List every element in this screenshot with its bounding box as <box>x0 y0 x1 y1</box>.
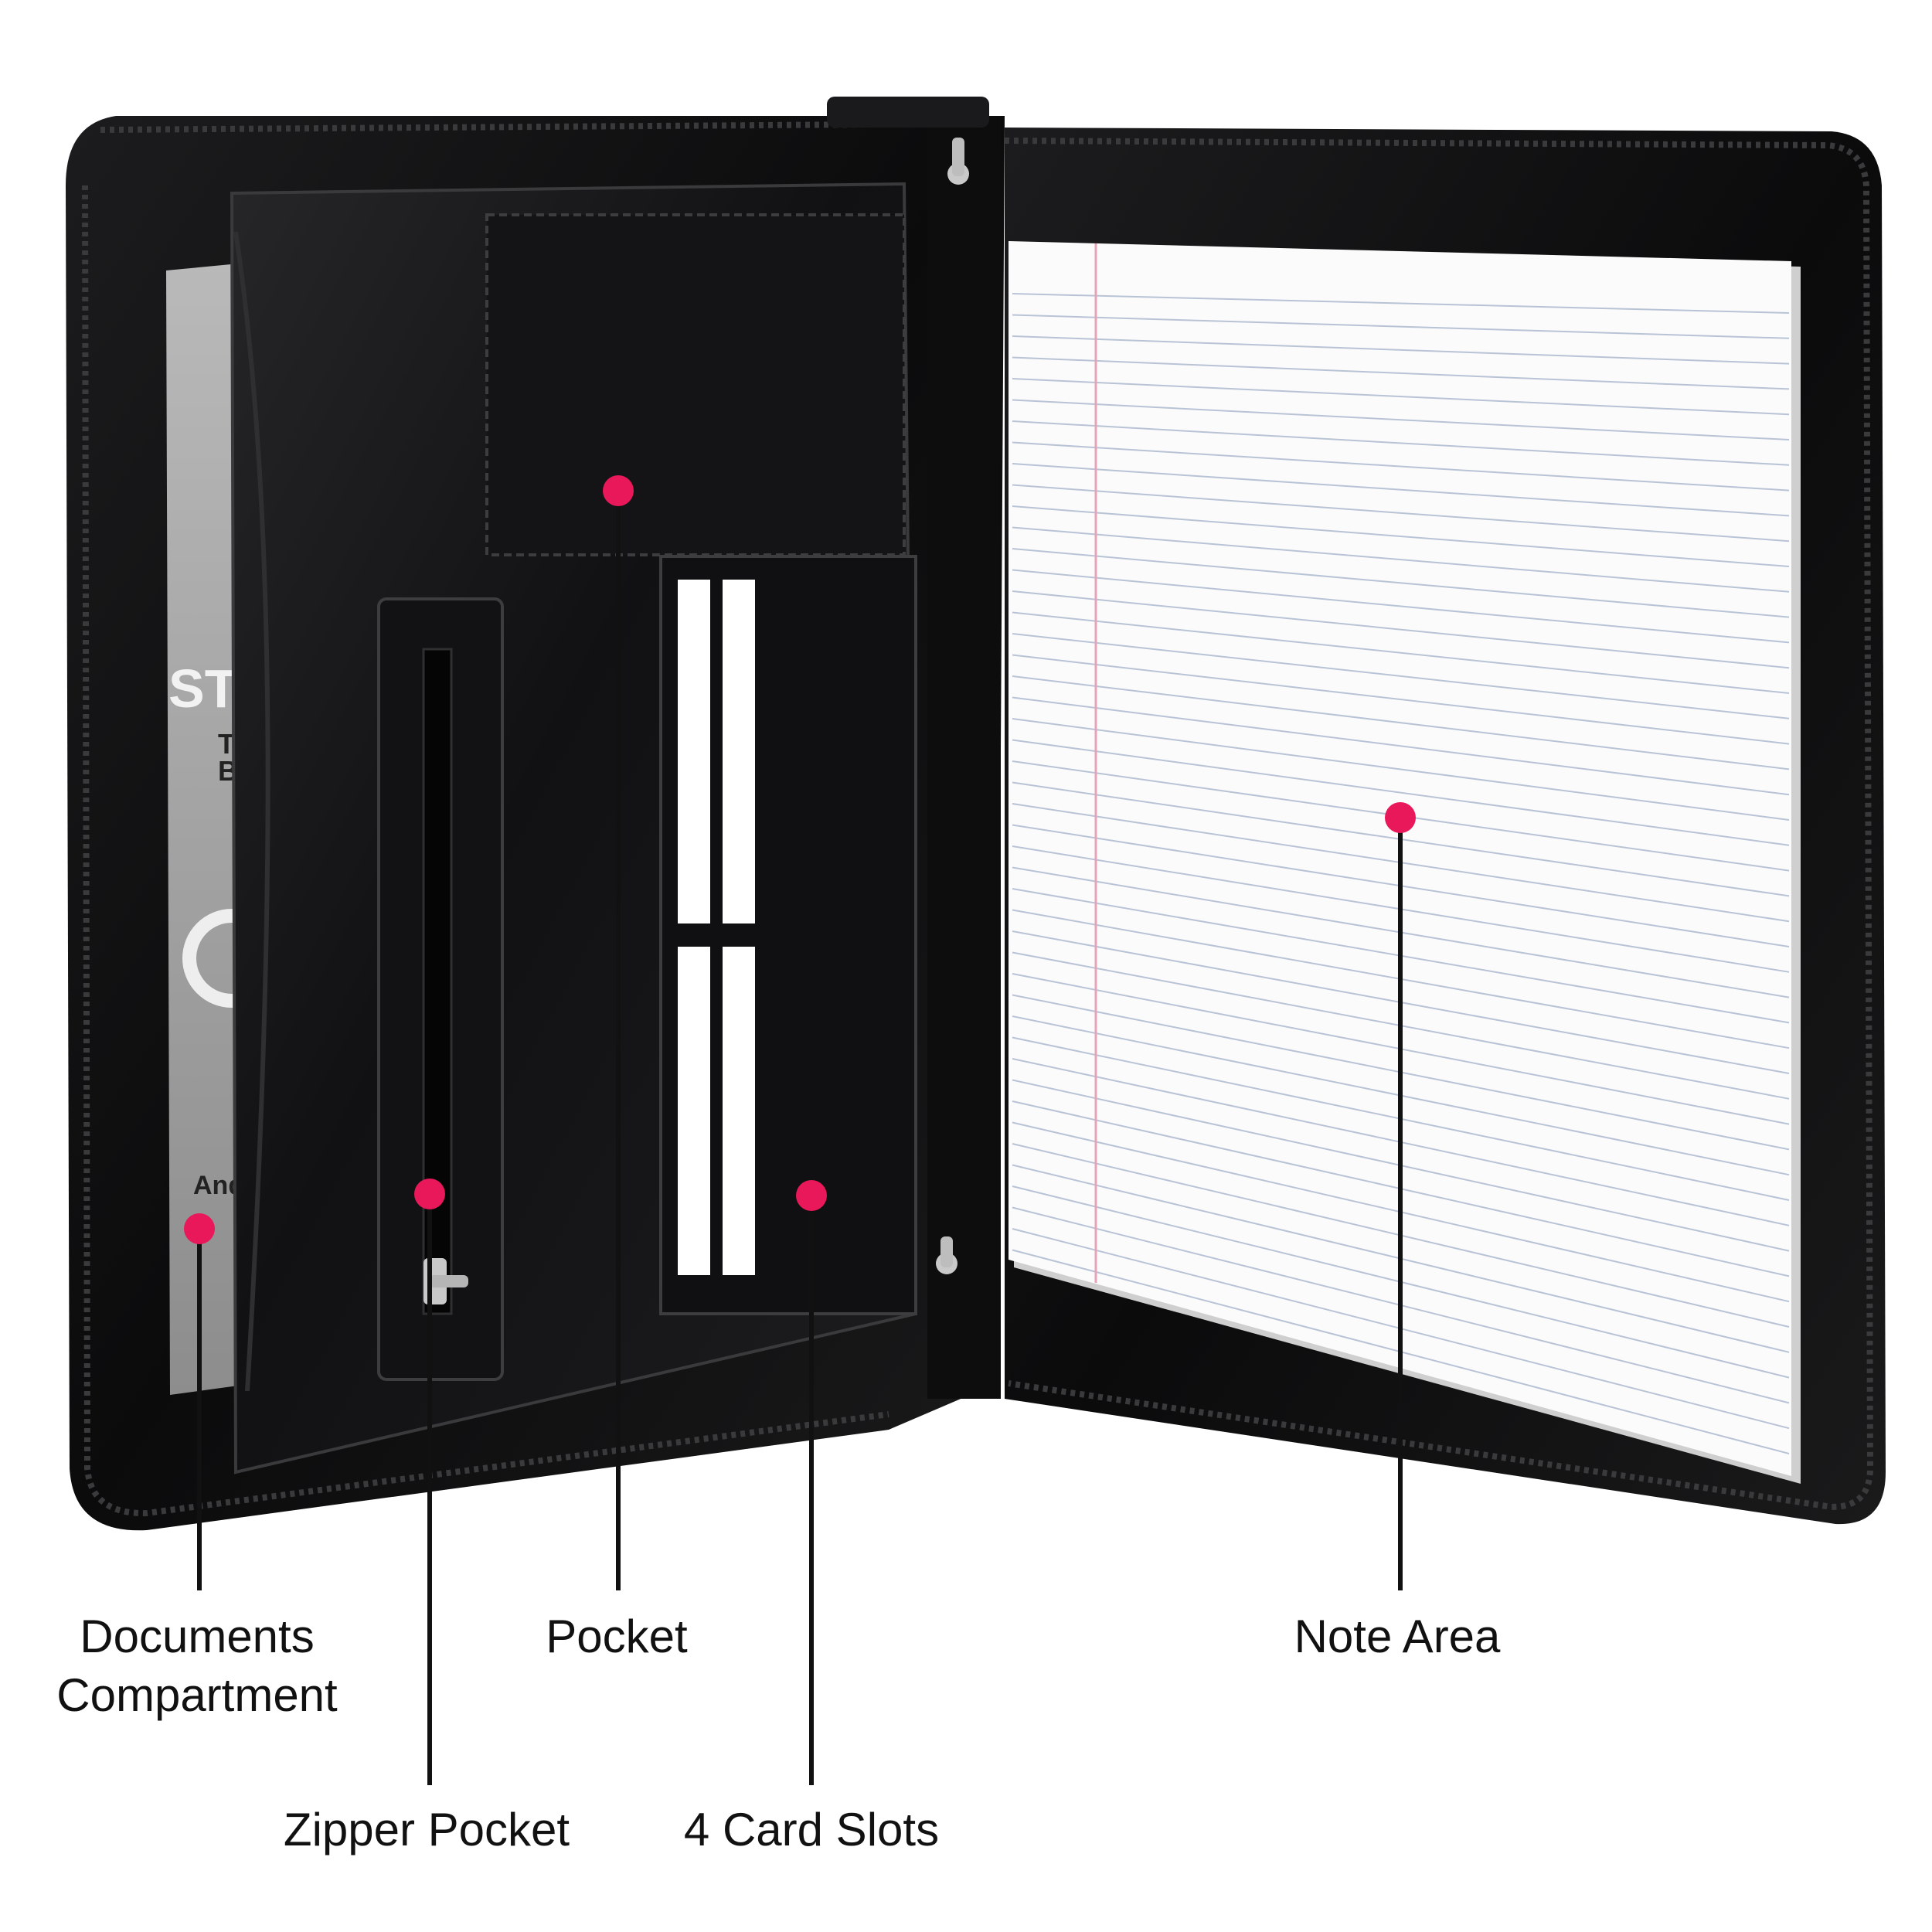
notepad-rule-line <box>1012 463 1790 517</box>
label-documents-compartment: Documents Compartment <box>56 1607 337 1725</box>
card-slot-window-4 <box>723 947 755 1275</box>
notepad-rule-line <box>1012 633 1790 719</box>
label-note-area-text: Note Area <box>1294 1611 1501 1662</box>
left-inner-panel <box>230 182 918 1475</box>
card-slot-window-2 <box>723 580 755 923</box>
notepad-rule-line <box>1012 739 1790 846</box>
notepad-rule-line <box>1012 378 1790 416</box>
bottom-zipper-pull-icon <box>936 1236 957 1274</box>
callout-note-area <box>1385 802 1416 1590</box>
notepad-rule-line <box>1012 335 1790 365</box>
label-documents-compartment-line-2: Compartment <box>56 1669 338 1721</box>
top-zipper-pull-icon <box>947 138 969 185</box>
card-slot-window-3 <box>678 947 710 1275</box>
marker-zipper-pocket <box>414 1179 445 1209</box>
label-card-slots-text: 4 Card Slots <box>683 1804 940 1855</box>
label-note-area: Note Area <box>1294 1607 1501 1666</box>
top-tab <box>827 97 989 128</box>
notepad-rule-line <box>1012 654 1790 745</box>
documents-slot-edge <box>233 231 270 1392</box>
marker-note-area <box>1385 802 1416 833</box>
callout-layer <box>184 475 1416 1785</box>
notepad-rule-line <box>1012 611 1790 694</box>
callout-zipper-pocket <box>414 1179 445 1785</box>
marker-pocket <box>603 475 634 506</box>
notepad-rule-line <box>1012 675 1790 770</box>
label-pocket-text: Pocket <box>546 1611 688 1662</box>
notepad-rule-line <box>1012 399 1790 440</box>
label-pocket: Pocket <box>546 1607 687 1666</box>
marker-documents-compartment <box>184 1213 215 1244</box>
notepad-rule-line <box>1012 293 1790 314</box>
card-slot-window-1 <box>678 580 710 923</box>
callout-documents-compartment <box>184 1213 215 1590</box>
top-pocket <box>485 213 906 556</box>
spine <box>927 116 1001 1399</box>
notepad-rule-line <box>1012 718 1790 821</box>
notepad-rule-line <box>1012 505 1790 567</box>
notepad-rule-line <box>1012 356 1790 390</box>
marker-card-slots <box>796 1180 827 1211</box>
notepad-rule-line <box>1012 548 1790 618</box>
notepad-rule-line <box>1012 314 1790 339</box>
callout-pocket <box>603 475 634 1590</box>
label-zipper-pocket: Zipper Pocket <box>284 1801 570 1859</box>
notepad-rule-line <box>1012 484 1790 543</box>
notepad-rule-line <box>1012 569 1790 644</box>
notepad-rule-line <box>1012 420 1790 466</box>
callout-card-slots <box>796 1180 827 1785</box>
notepad <box>1009 241 1801 1484</box>
notepad-rule-line <box>1012 526 1790 593</box>
notepad-rule-line <box>1012 590 1790 669</box>
label-card-slots: 4 Card Slots <box>684 1801 939 1859</box>
notepad-rule-line <box>1012 696 1790 796</box>
notepad-rule-line <box>1012 441 1790 492</box>
label-documents-compartment-line-1: Documents <box>80 1611 315 1662</box>
label-zipper-pocket-text: Zipper Pocket <box>283 1804 570 1855</box>
